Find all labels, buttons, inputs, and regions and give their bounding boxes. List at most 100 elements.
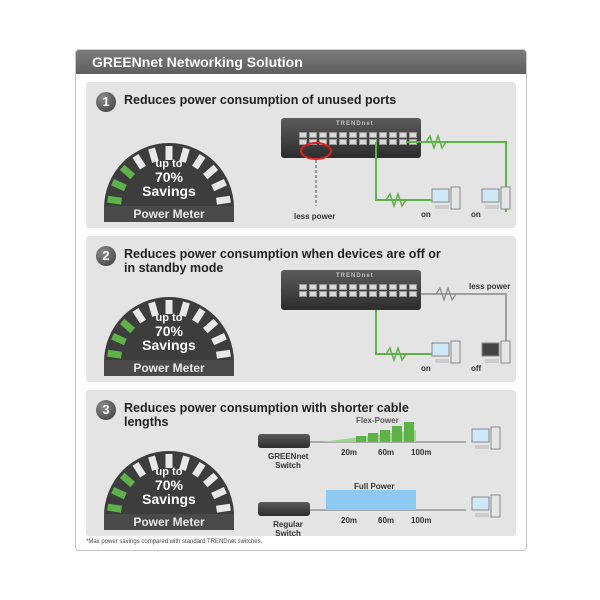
switch-port — [339, 132, 347, 138]
switch-port — [329, 291, 337, 297]
meter-savings: Savings — [142, 491, 196, 507]
panel-header: GREENnet Networking Solution — [76, 50, 526, 74]
panel-title: GREENnet Networking Solution — [92, 54, 303, 70]
computer-icon — [431, 340, 461, 366]
switch-port — [349, 291, 357, 297]
switch-port — [359, 139, 367, 145]
full-power-label: Full Power — [354, 482, 395, 491]
switch-port — [399, 132, 407, 138]
less-power-label: less power — [294, 212, 336, 221]
section-standby: 2 Reduces power consumption when devices… — [86, 236, 516, 382]
distance-label: 60m — [378, 516, 395, 525]
switch-port — [409, 132, 417, 138]
network-switch: TRENDnet — [281, 270, 421, 310]
power-meter: up to 70% Savings Power Meter — [94, 432, 244, 532]
gauge-tick — [119, 318, 136, 334]
regular-switch-label: Regular Switch — [273, 520, 303, 538]
power-meter: up to 70% Savings Power Meter — [94, 278, 244, 378]
gauge-tick — [202, 164, 219, 180]
gauge-tick — [119, 164, 136, 180]
switch-port — [379, 291, 387, 297]
meter-percent: 70% — [154, 477, 184, 493]
section-number: 1 — [96, 92, 116, 112]
gauge-tick — [119, 472, 136, 488]
switch-port — [319, 291, 327, 297]
section-heading: Reduces power consumption of unused port… — [124, 93, 397, 107]
computer-icon — [471, 494, 501, 520]
distance-label: 100m — [411, 516, 432, 525]
gauge-tick — [216, 349, 231, 359]
section-unused-ports: 1 Reduces power consumption of unused po… — [86, 82, 516, 228]
switch-port — [329, 132, 337, 138]
diagram3-bars — [310, 422, 466, 511]
switch-port — [299, 139, 307, 145]
gauge-tick — [192, 461, 206, 478]
full-power-bar — [326, 490, 416, 510]
switch-port — [349, 284, 357, 290]
switch-port — [399, 284, 407, 290]
switch-port — [369, 291, 377, 297]
switch-port — [379, 132, 387, 138]
switch-ports — [299, 132, 418, 145]
gauge-tick — [111, 179, 127, 192]
power-meter-gauge — [104, 143, 234, 222]
gauge-ticks — [107, 454, 231, 513]
switch-port — [389, 139, 397, 145]
switch-ports — [299, 284, 418, 297]
meter-label: Power Meter — [104, 206, 234, 222]
diagram2-cables — [375, 286, 507, 363]
greennet-switch — [258, 434, 310, 448]
gauge-tick — [202, 472, 219, 488]
section-heading: Reduces power consumption with shorter c… — [124, 401, 409, 429]
distance-label: 100m — [411, 448, 432, 457]
flex-power-bar — [404, 422, 414, 442]
switch-port — [359, 284, 367, 290]
section-number: 3 — [96, 400, 116, 420]
switch-port — [409, 291, 417, 297]
flex-power-bar — [356, 436, 366, 442]
meter-label: Power Meter — [104, 514, 234, 530]
gauge-tick — [211, 179, 227, 192]
gauge-tick — [202, 318, 219, 334]
switch-port — [339, 291, 347, 297]
full-power-bars — [326, 490, 416, 510]
greennet-switch-label: GREENnet Switch — [268, 452, 309, 470]
distance-label: 20m — [341, 516, 358, 525]
section-heading: Reduces power consumption when devices a… — [124, 247, 441, 275]
switch-port — [319, 284, 327, 290]
gauge-ticks — [107, 300, 231, 359]
flex-power-bar — [368, 433, 378, 442]
flex-power-bar — [380, 430, 390, 442]
section-number: 2 — [96, 246, 116, 266]
section-cable-length: 3 Reduces power consumption with shorter… — [86, 390, 516, 538]
switch-port — [379, 284, 387, 290]
gauge-tick — [132, 461, 146, 478]
switch-port — [369, 132, 377, 138]
on-label: on — [471, 210, 481, 219]
switch-port — [389, 132, 397, 138]
gauge-tick — [211, 487, 227, 500]
gauge-tick — [179, 301, 190, 317]
switch-port — [339, 284, 347, 290]
switch-port — [399, 291, 407, 297]
gauge-tick — [192, 153, 206, 170]
computer-icon — [471, 426, 501, 452]
distance-label: 20m — [341, 448, 358, 457]
computer-icon — [481, 186, 511, 212]
gauge-tick — [179, 455, 190, 471]
switch-port — [329, 139, 337, 145]
gauge-tick — [148, 147, 159, 163]
flex-power-bars — [321, 422, 416, 442]
network-switch: TRENDnet — [281, 118, 421, 158]
gauge-tick — [211, 333, 227, 346]
flex-power-label: Flex-Power — [356, 416, 399, 425]
regular-switch — [258, 502, 310, 516]
power-meter: up to 70% Savings Power Meter — [94, 124, 244, 224]
switch-port — [319, 132, 327, 138]
power-meter-gauge — [104, 451, 234, 530]
off-label: off — [471, 364, 482, 373]
flex-power-bar — [392, 426, 402, 442]
footnote: *Max power savings compared with standar… — [86, 539, 263, 545]
gauge-tick — [179, 147, 190, 163]
meter-percent: 70% — [154, 323, 184, 339]
